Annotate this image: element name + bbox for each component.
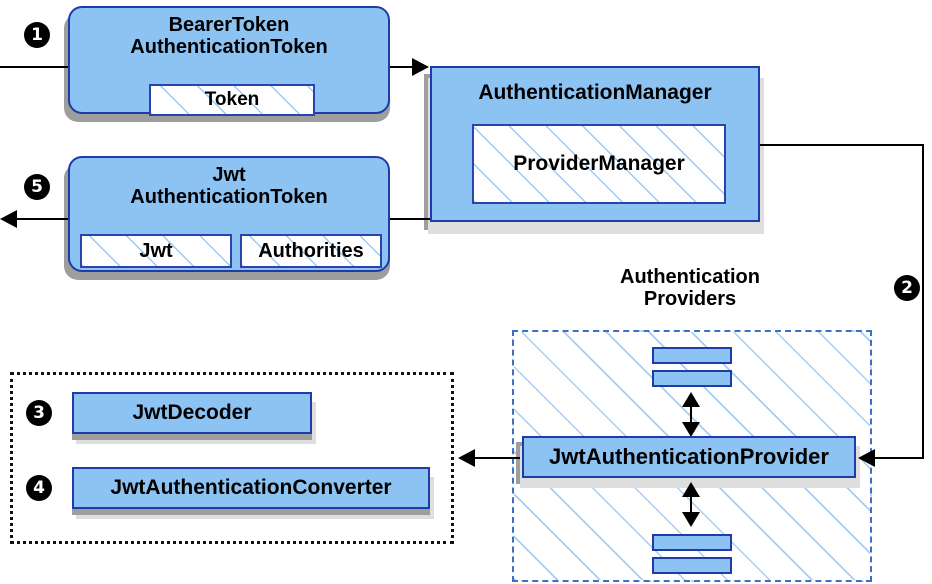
provider-stack-bar-top-2: [652, 370, 732, 387]
jwt-authentication-token-inner-jwt: Jwt: [80, 234, 232, 268]
connector-manager-to-jwttoken: [386, 218, 432, 220]
jwt-authentication-converter-label: JwtAuthenticationConverter: [110, 476, 392, 499]
jwt-decoder-box: JwtDecoder: [72, 392, 312, 434]
connector-manager-out-vertical: [922, 144, 924, 458]
step-marker-1: 1: [24, 22, 50, 48]
bearer-token-inner-token: Token: [149, 84, 315, 116]
bearer-token-authentication-token-box: BearerToken AuthenticationToken Token: [68, 6, 390, 116]
jwt-components-region: [10, 372, 454, 544]
authentication-providers-label: Authentication Providers: [560, 266, 820, 310]
jwt-authentication-converter-box: JwtAuthenticationConverter: [72, 467, 430, 509]
step-marker-3: 3: [26, 400, 52, 426]
jwt-authentication-token-inner-authorities: Authorities: [240, 234, 382, 268]
authentication-manager-box: AuthenticationManager ProviderManager: [430, 66, 760, 222]
arrowhead-response-out: [0, 210, 17, 228]
connector-response-out: [16, 218, 72, 220]
arrowhead-provider-up-down: [682, 422, 700, 437]
jwt-authentication-provider-box: JwtAuthenticationProvider: [522, 436, 856, 478]
connector-provider-down-shaft: [690, 486, 692, 522]
arrowhead-provider-up: [682, 392, 700, 407]
step-marker-2: 2: [894, 275, 920, 301]
authentication-providers-label-line2: Providers: [643, 288, 737, 310]
connector-manager-out-top: [760, 144, 924, 146]
jwt-authentication-token-title-line1: Jwt: [212, 164, 246, 186]
jwt-authentication-token-title-line2: AuthenticationToken: [130, 185, 328, 208]
connector-provider-to-components: [474, 457, 520, 459]
step-marker-5: 5: [24, 174, 50, 200]
jwt-authentication-provider-label: JwtAuthenticationProvider: [549, 444, 829, 469]
jwt-authentication-token-box: Jwt AuthenticationToken Jwt Authorities: [68, 156, 390, 272]
provider-stack-bar-bottom-2: [652, 557, 732, 574]
arrowhead-provider-to-components: [458, 449, 475, 467]
step-marker-4: 4: [26, 475, 52, 501]
arrowhead-provider-down: [682, 512, 700, 527]
jwt-decoder-label: JwtDecoder: [132, 401, 252, 424]
connector-bearer-to-manager: [390, 66, 416, 68]
provider-stack-bar-top-1: [652, 347, 732, 364]
connector-request-in: [0, 66, 70, 68]
bearer-token-title-line1: BearerToken: [168, 14, 290, 36]
authentication-providers-label-line1: Authentication: [620, 266, 760, 288]
arrowhead-bearer-to-manager: [412, 58, 429, 76]
arrowhead-manager-to-provider: [858, 449, 875, 467]
arrowhead-provider-down-up: [682, 482, 700, 497]
authentication-manager-inner-provider-manager: ProviderManager: [472, 124, 726, 204]
provider-stack-bar-bottom-1: [652, 534, 732, 551]
authentication-manager-title: AuthenticationManager: [478, 81, 712, 104]
connector-provider-up-shaft: [690, 396, 692, 432]
connector-manager-to-provider: [874, 457, 924, 459]
bearer-token-title-line2: AuthenticationToken: [130, 35, 328, 58]
